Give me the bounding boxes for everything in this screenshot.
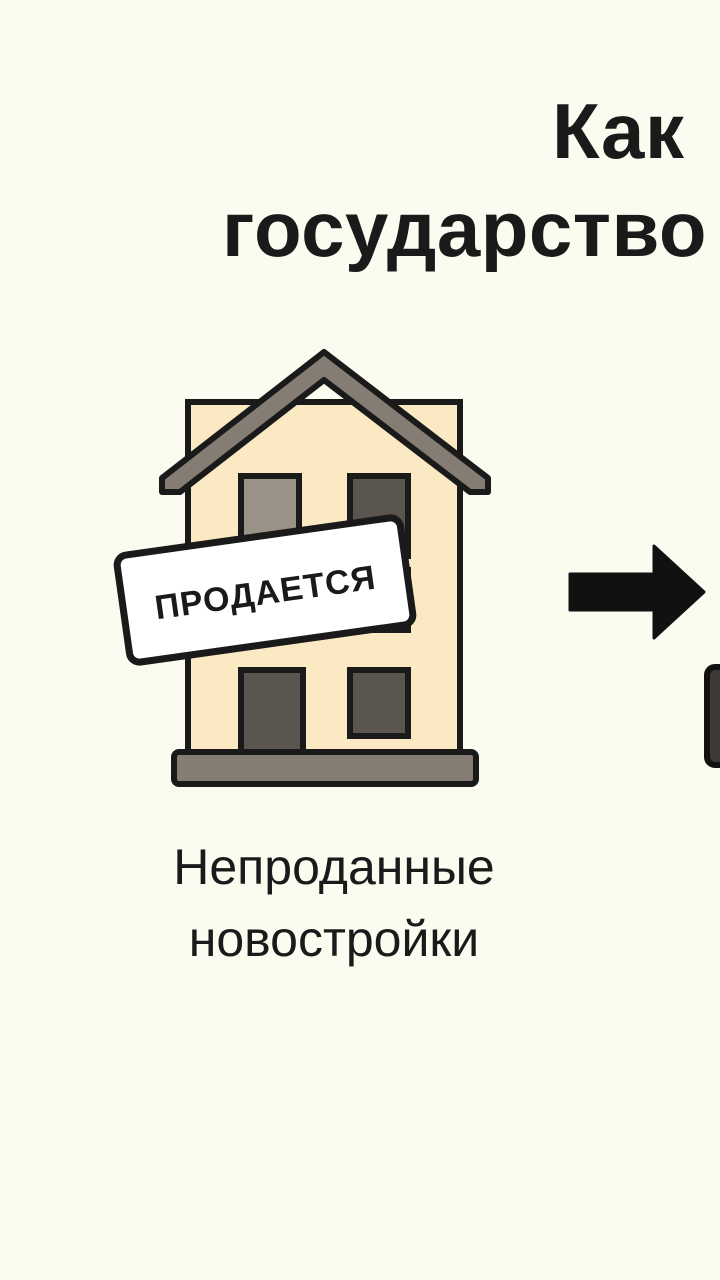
house-foundation bbox=[171, 749, 479, 787]
window-lower-right bbox=[347, 667, 411, 739]
sale-sign: ПРОДАЕТСЯ bbox=[113, 514, 417, 666]
caption-line-2: новостройки bbox=[188, 911, 480, 967]
caption-line-1: Непроданные bbox=[173, 839, 495, 895]
title-line-1: Как bbox=[552, 87, 685, 175]
house-roof bbox=[159, 349, 491, 495]
house-for-sale-icon: ПРОДАЕТСЯ bbox=[113, 349, 491, 787]
arrow-right-icon bbox=[568, 544, 706, 640]
title-line-2: государство bbox=[222, 185, 708, 273]
partial-building-icon bbox=[704, 664, 720, 768]
house-door bbox=[238, 667, 306, 759]
